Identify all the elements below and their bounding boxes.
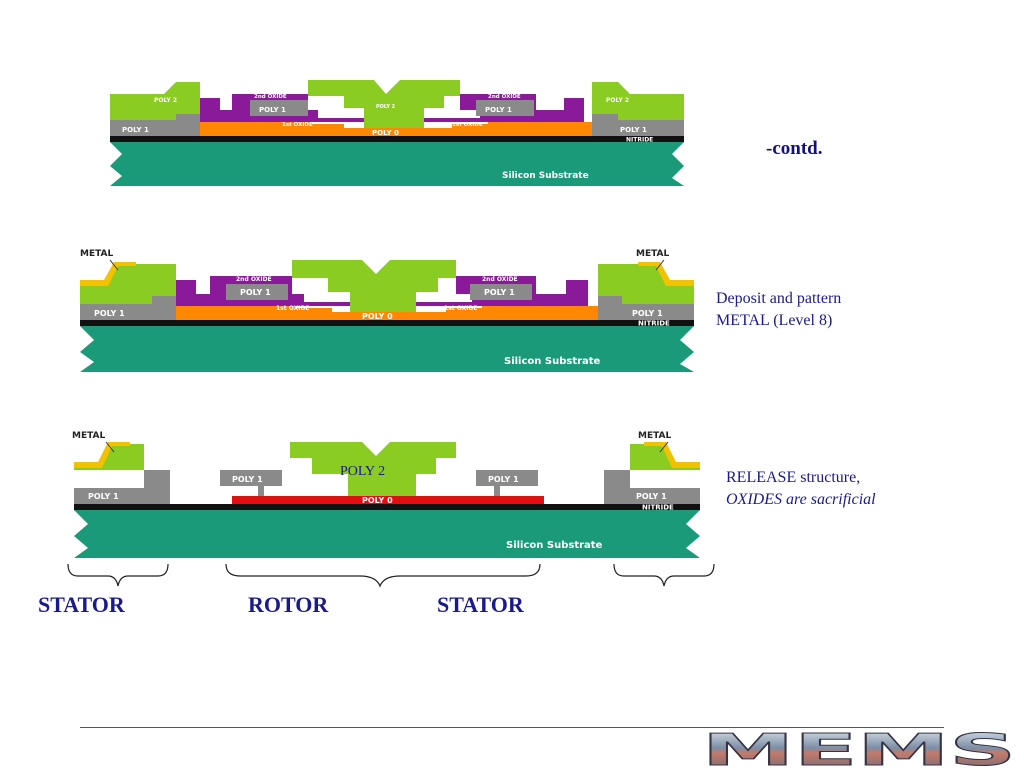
- label-poly1-edge-right: POLY 1: [632, 309, 663, 318]
- poly2-right: [630, 444, 700, 470]
- label-nitride: NITRIDE: [642, 504, 674, 512]
- label-metal-right: METAL: [638, 431, 672, 441]
- continued-caption: -contd.: [766, 138, 823, 159]
- label-metal-left: METAL: [80, 249, 114, 259]
- poly1-right-edge: [604, 470, 700, 504]
- oxide1-layer: [164, 302, 608, 320]
- cross-section-diagram-2: METAL METAL 2nd OXIDE 2nd OXIDE POLY 1 P…: [76, 244, 698, 374]
- nitride-layer: [80, 320, 694, 326]
- poly1-left-edge: [74, 470, 170, 504]
- poly2-callout: POLY 2: [340, 464, 386, 479]
- label-poly1-right: POLY 1: [488, 475, 519, 484]
- label-substrate: Silicon Substrate: [506, 540, 603, 551]
- poly2-rotor: [308, 80, 460, 128]
- label-poly1-right: POLY 1: [485, 106, 512, 114]
- label-substrate: Silicon Substrate: [504, 356, 601, 367]
- footer-divider: [80, 727, 944, 728]
- poly1-rotor-right: [476, 100, 534, 116]
- label-poly1-left: POLY 1: [232, 475, 263, 484]
- step-metal-caption: Deposit and pattern METAL (Level 8): [716, 288, 841, 332]
- label-oxide2-right: 2nd OXIDE: [482, 276, 518, 283]
- brace-stator-right: [613, 563, 715, 587]
- brace-rotor: [225, 563, 541, 588]
- mems-logo-text: MEMS: [702, 728, 1016, 768]
- nitride-layer: [110, 136, 684, 142]
- mems-logo: MEMS: [702, 728, 1017, 768]
- cross-section-diagram-1: POLY 2 POLY 2 POLY 2 2nd OXIDE 2nd OXIDE…: [104, 74, 689, 188]
- label-nitride: NITRIDE: [626, 137, 653, 144]
- release-line2: OXIDES are sacrificial: [726, 491, 876, 508]
- label-oxide2-right: 2nd OXIDE: [488, 94, 521, 100]
- release-line1: RELEASE structure,: [726, 469, 861, 486]
- metal-layer-left: [80, 262, 136, 286]
- poly1-rotor-left: [220, 470, 282, 496]
- label-poly1-left: POLY 1: [240, 288, 271, 297]
- label-oxide1-left: 1st OXIDE: [276, 305, 310, 312]
- oxide1-layer: [188, 118, 604, 136]
- label-substrate: Silicon Substrate: [502, 171, 589, 181]
- label-poly1-left: POLY 1: [259, 106, 286, 114]
- poly2-left: [110, 82, 200, 120]
- poly2-right: [592, 82, 684, 120]
- label-poly0: POLY 0: [362, 496, 393, 505]
- release-caption: RELEASE structure, OXIDES are sacrificia…: [726, 467, 876, 511]
- silicon-substrate: [110, 142, 684, 186]
- label-metal-right: METAL: [636, 249, 670, 259]
- metal-layer-right: [638, 262, 694, 286]
- poly1-rotor-left: [226, 284, 288, 300]
- brace-stator-left: [67, 563, 169, 587]
- label-poly1-edge-right: POLY 1: [636, 492, 667, 501]
- step-metal-line2: METAL (Level 8): [716, 312, 833, 329]
- label-poly2-right: POLY 2: [606, 97, 629, 104]
- metal-layer-left: [74, 442, 130, 468]
- cross-section-diagram-3: METAL METAL POLY 1 POLY 1 POLY 1 POLY 1 …: [70, 428, 704, 560]
- step-metal-line1: Deposit and pattern: [716, 290, 842, 307]
- label-oxide1-left: 1st OXIDE: [282, 122, 313, 128]
- label-nitride: NITRIDE: [638, 320, 670, 328]
- poly1-rotor-right: [476, 470, 538, 496]
- poly2-rotor: [292, 260, 456, 312]
- label-poly2-left: POLY 2: [154, 97, 177, 104]
- rotor-label: ROTOR: [248, 592, 329, 617]
- label-oxide2-left: 2nd OXIDE: [254, 94, 287, 100]
- poly1-rotor-left: [250, 100, 308, 116]
- label-poly1-edge-right: POLY 1: [620, 126, 647, 134]
- label-poly1-edge-left: POLY 1: [88, 492, 119, 501]
- label-poly1-edge-left: POLY 1: [94, 309, 125, 318]
- poly2-left: [80, 264, 176, 304]
- silicon-substrate: [80, 326, 694, 372]
- label-poly1-edge-left: POLY 1: [122, 126, 149, 134]
- label-oxide2-left: 2nd OXIDE: [236, 276, 272, 283]
- label-poly1-right: POLY 1: [484, 288, 515, 297]
- label-oxide1-right: 1st OXIDE: [444, 305, 478, 312]
- poly1-right-edge: [592, 114, 684, 136]
- poly1-rotor-right: [470, 284, 532, 300]
- label-poly2-center: POLY 2: [376, 104, 396, 110]
- label-oxide1-right: 1st OXIDE: [452, 122, 483, 128]
- poly1-left-edge: [110, 114, 200, 136]
- stator-right-label: STATOR: [437, 592, 524, 617]
- region-braces: [67, 563, 715, 588]
- stator-left-label: STATOR: [38, 592, 125, 617]
- silicon-substrate: [74, 510, 700, 558]
- label-poly0: POLY 0: [372, 129, 399, 137]
- poly2-right: [598, 264, 694, 304]
- label-poly0: POLY 0: [362, 312, 393, 321]
- poly0-layer: [232, 496, 544, 504]
- label-metal-left: METAL: [72, 431, 106, 441]
- nitride-layer: [74, 504, 700, 510]
- metal-layer-right: [644, 442, 700, 468]
- poly2-left: [74, 444, 144, 470]
- poly2-rotor: [290, 442, 456, 496]
